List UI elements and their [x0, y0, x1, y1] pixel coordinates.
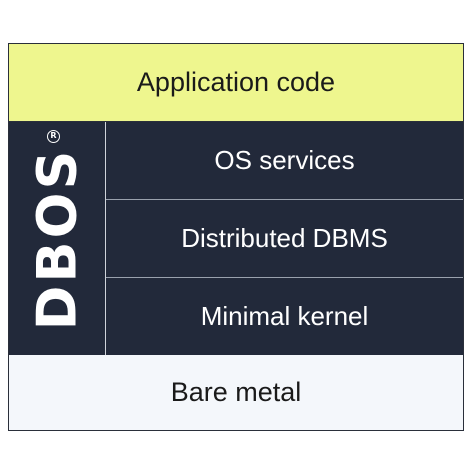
application-code-label: Application code	[136, 67, 336, 97]
os-services-label: OS services	[214, 145, 355, 175]
distributed-dbms-layer: Distributed DBMS	[106, 200, 463, 278]
minimal-kernel-layer: Minimal kernel	[106, 278, 463, 355]
registered-trademark-icon: R	[47, 130, 60, 143]
distributed-dbms-label: Distributed DBMS	[181, 223, 388, 253]
application-code-layer: Application code	[9, 44, 463, 122]
dbos-layer: DBOS R OS services Distributed DBMS Mini…	[9, 122, 463, 355]
architecture-stack-diagram: Application code DBOS R OS services Dist…	[8, 43, 464, 431]
dbos-logo-text: DBOS	[25, 147, 89, 330]
bare-metal-layer: Bare metal	[9, 355, 463, 430]
dbos-logo: DBOS R	[9, 122, 106, 355]
minimal-kernel-label: Minimal kernel	[200, 301, 369, 331]
dbos-sublayers: OS services Distributed DBMS Minimal ker…	[106, 122, 463, 355]
bare-metal-label: Bare metal	[170, 377, 302, 407]
os-services-layer: OS services	[106, 122, 463, 200]
